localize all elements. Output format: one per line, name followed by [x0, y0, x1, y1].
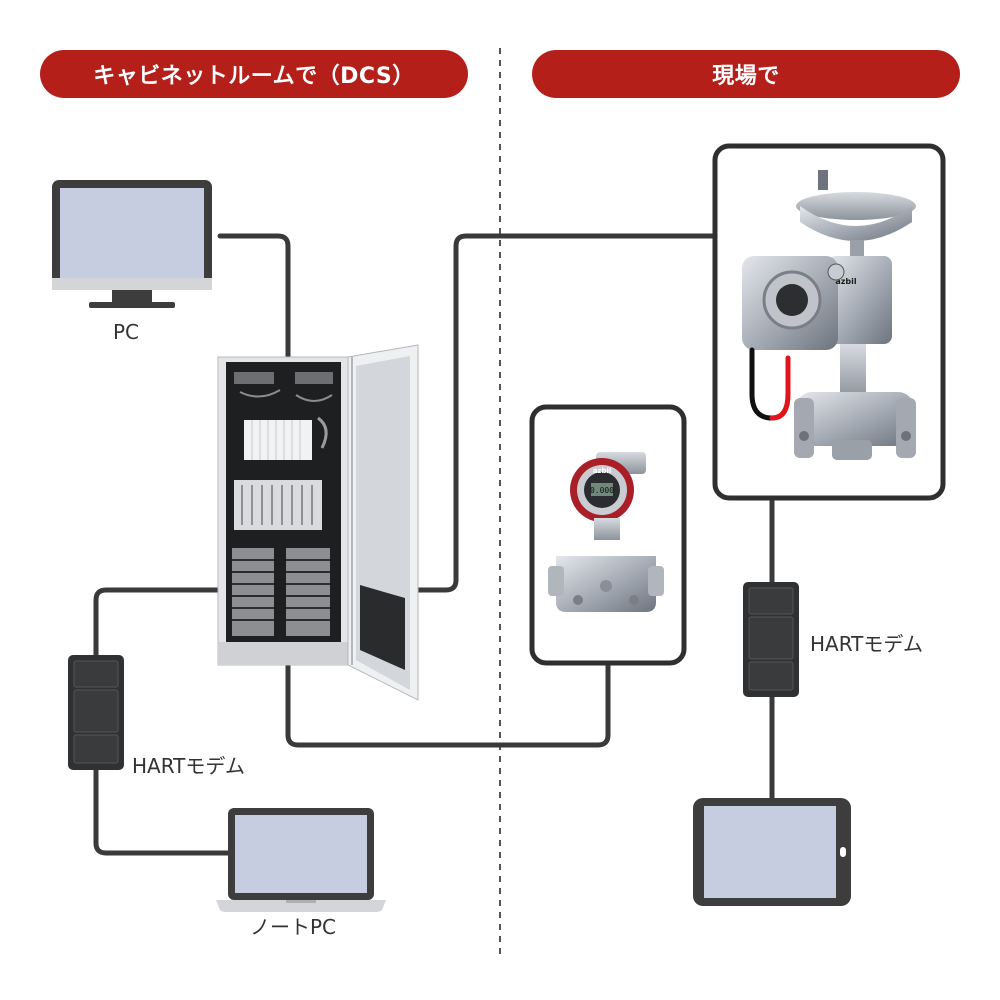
cabinet-room-header: キャビネットルームで（DCS）	[40, 50, 468, 98]
transmitter-display-text: 0.000	[590, 486, 614, 495]
notebook-pc	[216, 808, 386, 912]
valve-brand-text: azbil	[835, 277, 857, 286]
hart-modem-left	[68, 655, 124, 770]
dcs-cabinet	[217, 344, 419, 701]
field-header: 現場で	[532, 50, 960, 98]
hart-modem-left-label: HARTモデム	[132, 754, 245, 778]
cable-pc-to-cabinet	[217, 233, 291, 431]
pc-label: PC	[113, 320, 140, 344]
pc-monitor	[52, 180, 212, 308]
hart-modem-right-label: HARTモデム	[810, 632, 923, 656]
cable-cabinet-to-valve	[309, 233, 718, 593]
control-valve: azbil	[742, 170, 916, 460]
cable-cabinet-to-transmitter	[285, 582, 611, 748]
tablet	[693, 798, 851, 906]
field-header-text: 現場で	[712, 64, 780, 89]
cabinet-room-header-text: キャビネットルームで（DCS）	[93, 64, 415, 89]
notebook-pc-label: ノートPC	[250, 915, 337, 939]
cable-left-modem-to-laptop	[93, 767, 235, 856]
hart-modem-right	[743, 582, 799, 697]
transmitter-brand-text: azbil	[593, 467, 612, 475]
pressure-transmitter: 0.000 azbil	[548, 452, 664, 612]
cable-cabinet-to-left-modem	[93, 587, 248, 658]
